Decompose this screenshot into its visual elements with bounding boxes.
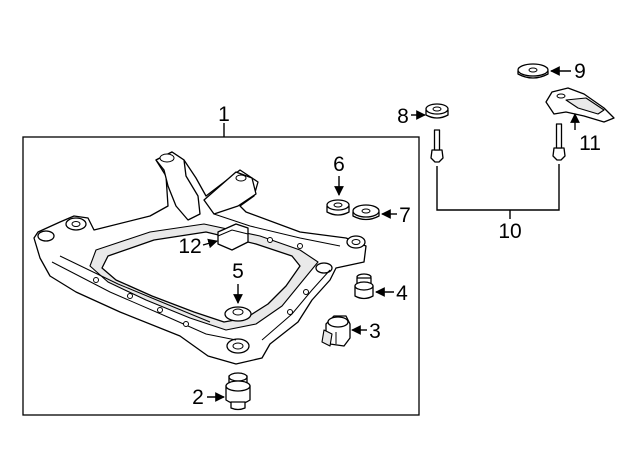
subframe-crossmember (33, 151, 367, 365)
bolt-right (552, 123, 566, 161)
bolt-left (430, 129, 444, 163)
callout-9: 9 (574, 60, 586, 83)
subframe-callout-box (22, 136, 420, 416)
callout-11: 11 (579, 132, 601, 155)
callout-1: 1 (218, 103, 230, 126)
callout-3: 3 (369, 320, 381, 343)
insulator-6 (326, 199, 350, 216)
callout-8: 8 (397, 105, 409, 128)
washer-7 (352, 204, 380, 221)
bushing-2 (225, 372, 251, 411)
bolt-bracket-line-10 (436, 164, 560, 211)
bushing-4 (354, 273, 374, 300)
callout-4: 4 (396, 282, 408, 305)
rear-mount-bracket-3 (321, 315, 351, 347)
washer-9 (517, 63, 549, 79)
callout-2: 2 (192, 386, 204, 409)
bracket-12 (217, 223, 249, 251)
callout-12: 12 (178, 235, 201, 258)
reinforcement-plate-11 (545, 87, 615, 123)
washer-8 (425, 103, 449, 119)
leader-arrow-12 (202, 238, 218, 249)
callout-7: 7 (399, 204, 411, 227)
callout-6: 6 (333, 153, 345, 176)
callout-10: 10 (498, 220, 521, 243)
callout-5: 5 (232, 260, 244, 283)
